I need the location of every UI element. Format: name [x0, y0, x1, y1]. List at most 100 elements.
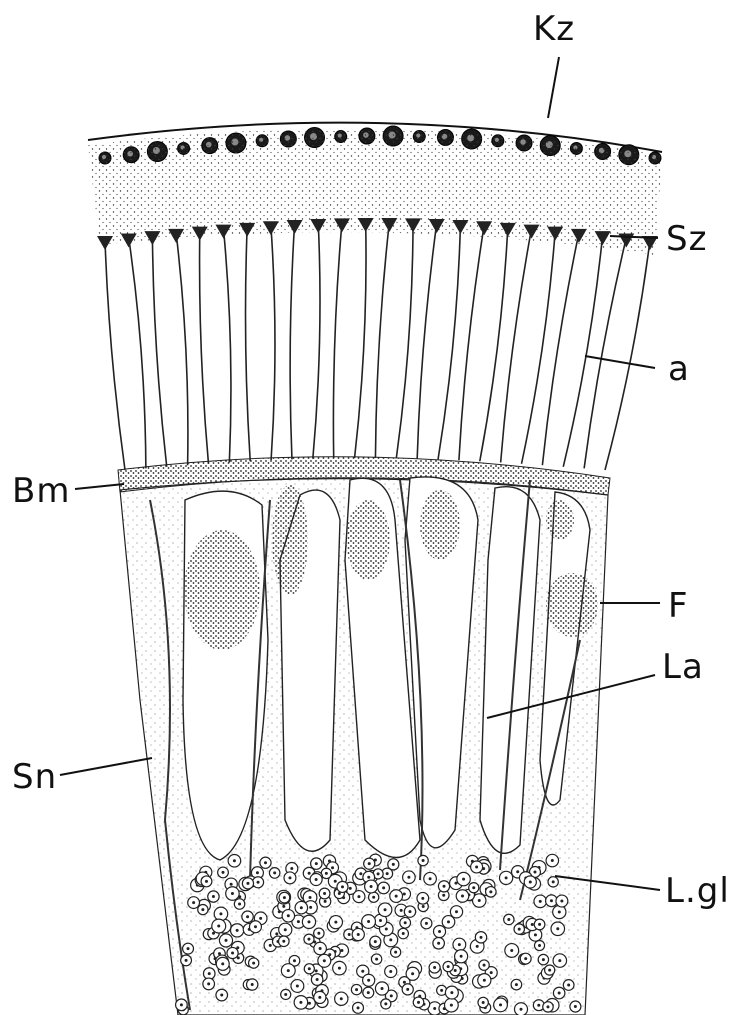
- ganglion-nucleus: [309, 906, 312, 909]
- ganglion-nucleus: [390, 994, 393, 997]
- cell-wall: [542, 233, 579, 465]
- cell-wall: [438, 224, 460, 459]
- ganglion-nucleus: [382, 886, 385, 889]
- ganglion-nucleus: [287, 969, 290, 972]
- cell-wall: [313, 223, 320, 459]
- pointer-sn: [60, 758, 152, 775]
- cell-wall: [522, 231, 556, 464]
- ganglion-nucleus: [331, 866, 334, 869]
- ganglion-nucleus: [411, 972, 414, 975]
- ganglion-nucleus: [552, 880, 555, 883]
- ganglion-nucleus: [379, 919, 382, 922]
- ganglion-nucleus: [348, 933, 351, 936]
- ganglion-nucleus: [375, 958, 378, 961]
- ganglion-nucleus: [400, 909, 403, 912]
- ganglion-nucleus: [282, 940, 285, 943]
- ganglion-nucleus: [230, 883, 233, 886]
- ganglion-nucleus: [307, 938, 310, 941]
- ganglion-nucleus: [440, 989, 443, 992]
- ganglion-nucleus: [288, 876, 291, 879]
- ganglion-nucleus: [224, 939, 227, 942]
- ganglion-nucleus: [443, 885, 446, 888]
- ganglion-nucleus: [238, 902, 241, 905]
- cell-wall: [417, 223, 437, 459]
- pointer-kz: [548, 57, 559, 118]
- cell-wall: [396, 222, 413, 458]
- ganglion-nucleus: [180, 1003, 183, 1006]
- ganglion-nucleus: [357, 1006, 360, 1009]
- ganglion-nucleus: [269, 944, 272, 947]
- ganglion-nucleus: [367, 991, 370, 994]
- ganglion-nucleus: [231, 952, 234, 955]
- ganglion-nucleus: [558, 959, 561, 962]
- ganglion-nucleus: [192, 901, 195, 904]
- ganglion-nucleus: [384, 908, 387, 911]
- ganglion-nucleus: [293, 959, 296, 962]
- ganglion-nucleus: [550, 899, 553, 902]
- ganglion-nucleus: [507, 918, 510, 921]
- ganglion-nucleus: [297, 920, 300, 923]
- cell-wall: [105, 240, 125, 470]
- ganglion-nucleus: [316, 978, 319, 981]
- label-la: La: [662, 647, 704, 687]
- cell-wall: [605, 240, 650, 470]
- columnar-cells: [97, 218, 658, 470]
- ganglion-nucleus: [275, 932, 278, 935]
- ganglion-nucleus: [560, 900, 563, 903]
- ganglion-nucleus: [386, 872, 389, 875]
- ganglion-nucleus: [458, 943, 461, 946]
- label-f: F: [668, 586, 689, 626]
- ganglion-nucleus: [537, 1004, 540, 1007]
- ganglion-nucleus: [510, 949, 513, 952]
- ganglion-nucleus: [341, 885, 344, 888]
- ganglion-nucleus: [307, 920, 310, 923]
- ganglion-nucleus: [222, 871, 225, 874]
- ganglion-nucleus: [287, 914, 290, 917]
- ganglion-nucleus: [251, 983, 254, 986]
- ganglion-nucleus: [425, 922, 428, 925]
- ganglion-nucleus: [476, 945, 479, 948]
- ganglion-nucleus: [450, 1004, 453, 1007]
- ganglion-nucleus: [308, 967, 311, 970]
- ganglion-nucleus: [317, 932, 320, 935]
- ganglion-nucleus: [558, 992, 561, 995]
- ganglion-nucleus: [318, 996, 321, 999]
- ganglion-nucleus: [389, 970, 392, 973]
- ganglion-nucleus: [429, 877, 432, 880]
- ganglion-nucleus: [300, 906, 303, 909]
- ganglion-nucleus: [299, 1001, 302, 1004]
- ganglion-nucleus: [334, 880, 337, 883]
- ganglion-nucleus: [217, 925, 220, 928]
- ganglion-nucleus: [334, 921, 337, 924]
- pointer-a: [585, 356, 655, 368]
- ganglion-nucleus: [450, 991, 453, 994]
- cell-wall: [176, 233, 188, 465]
- ganglion-nucleus: [404, 921, 407, 924]
- ganglion-nucleus: [315, 878, 318, 881]
- ganglion-nucleus: [355, 988, 358, 991]
- ganglion-nucleus: [308, 1002, 311, 1005]
- ganglion-nucleus: [556, 927, 559, 930]
- ganglion-nucleus: [548, 969, 551, 972]
- ganglion-nucleus: [505, 876, 508, 879]
- ganglion-nucleus: [422, 905, 425, 908]
- ganglion-nucleus: [370, 885, 373, 888]
- ganglion-nucleus: [447, 920, 450, 923]
- label-bm: Bm: [12, 471, 70, 511]
- pointer-bm: [75, 484, 124, 489]
- ganglion-nucleus: [315, 862, 318, 865]
- ganglion-nucleus: [367, 876, 370, 879]
- cell-wall: [375, 222, 389, 458]
- ganglion-nucleus: [403, 893, 406, 896]
- ganglion-nucleus: [499, 1003, 502, 1006]
- ganglion-nucleus: [212, 895, 215, 898]
- ganglion-nucleus: [201, 908, 204, 911]
- ganglion-nucleus: [422, 859, 425, 862]
- cell-wall: [563, 235, 602, 467]
- ganglion-nucleus: [381, 987, 384, 990]
- ganglion-nucleus: [325, 872, 328, 875]
- ganglion-nucleus: [221, 962, 224, 965]
- ganglion-nucleus: [538, 944, 541, 947]
- ganglion-nucleus: [408, 910, 411, 913]
